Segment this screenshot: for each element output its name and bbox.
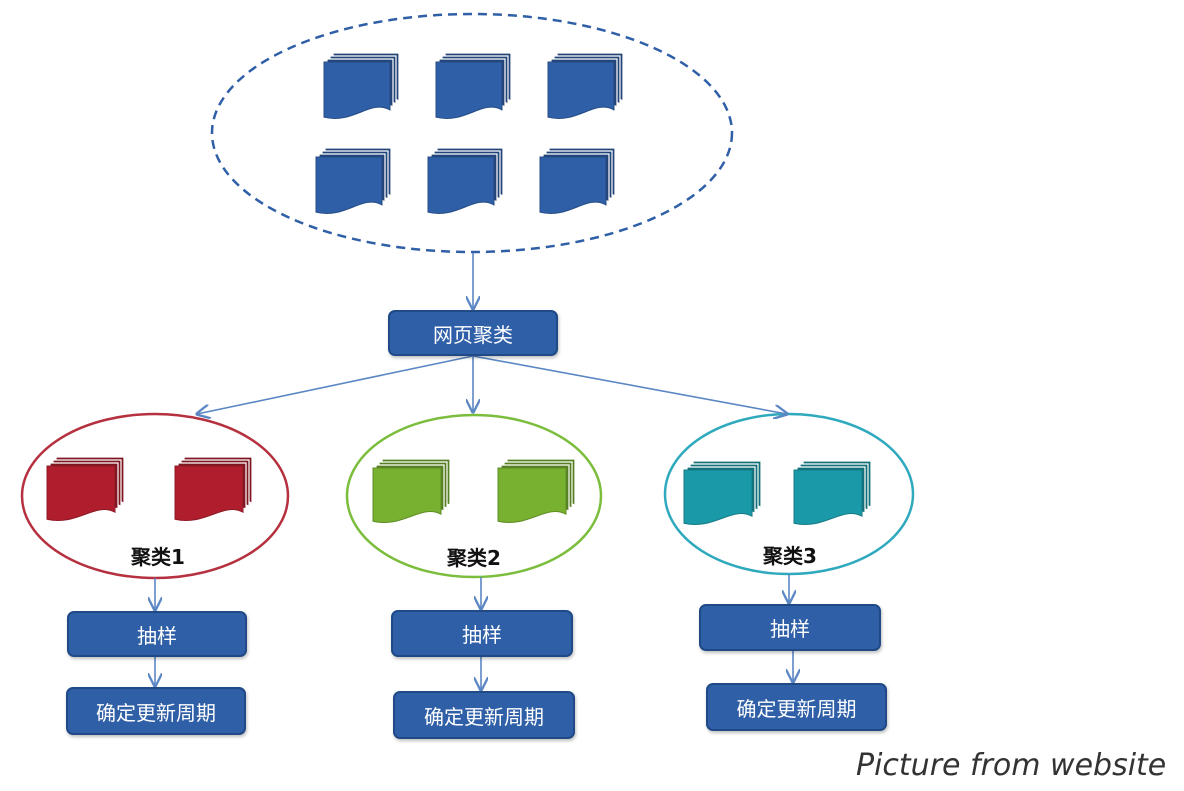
web-page-icon-4	[315, 147, 392, 214]
update-period-box-2: 确定更新周期	[393, 691, 575, 739]
page-collection-ellipse	[210, 12, 734, 254]
cluster-3-page-icon-2	[793, 460, 872, 525]
web-page-icon-2	[435, 52, 512, 119]
cluster-3-label: 聚类3	[763, 544, 817, 568]
cluster-3-page-icon-1	[683, 460, 762, 525]
arrow-clustering-to-cluster-1	[197, 355, 474, 414]
cluster-1-page-icon-1	[46, 456, 125, 521]
image-credit: Picture from website	[856, 748, 1167, 783]
cluster-2-label: 聚类2	[447, 546, 501, 570]
update-period-box-3: 确定更新周期	[706, 683, 887, 731]
web-page-icon-6	[539, 147, 616, 214]
sample-box-1: 抽样	[67, 611, 247, 657]
web-page-icon-1	[323, 52, 400, 119]
cluster-1-label: 聚类1	[131, 545, 185, 569]
sample-box-2: 抽样	[391, 610, 573, 657]
document-icons	[46, 52, 872, 525]
arrow-clustering-to-cluster-3	[472, 355, 787, 414]
web-page-icon-5	[427, 147, 504, 214]
cluster-1-page-icon-2	[174, 456, 253, 521]
clustering-box: 网页聚类	[388, 310, 558, 356]
sample-box-3: 抽样	[699, 604, 881, 651]
cluster-2-ellipse	[345, 413, 603, 579]
update-period-box-1: 确定更新周期	[66, 687, 246, 735]
connectors	[155, 253, 793, 690]
cluster-2-page-icon-2	[497, 458, 576, 523]
web-page-icon-3	[547, 52, 624, 119]
cluster-2-page-icon-1	[372, 458, 451, 523]
